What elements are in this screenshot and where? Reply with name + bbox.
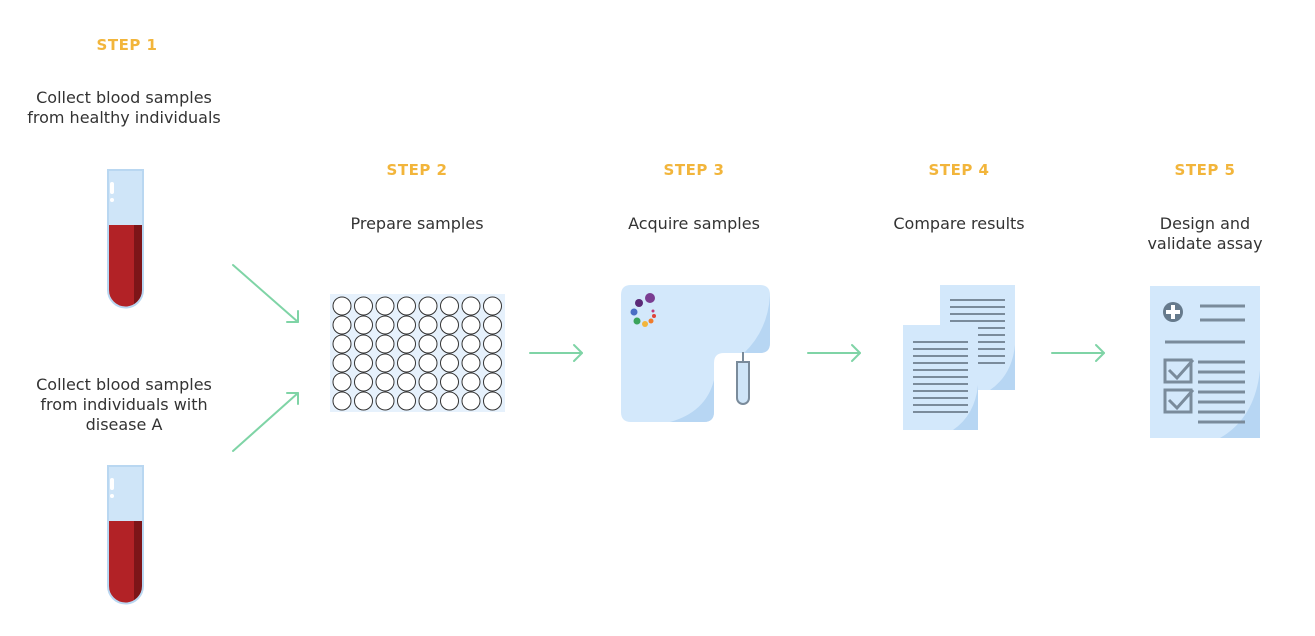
well <box>461 391 481 411</box>
step-1-secondary-desc-line: Collect blood samples <box>36 375 212 394</box>
well <box>418 353 438 373</box>
well <box>332 334 352 354</box>
step-5-desc-line: validate assay <box>1147 234 1263 253</box>
well <box>440 391 459 411</box>
step-1-label: STEP 1 <box>96 36 158 54</box>
well <box>440 372 459 392</box>
well <box>354 334 373 354</box>
well <box>332 353 352 373</box>
arrow-right-icon <box>232 264 299 323</box>
well <box>483 315 502 335</box>
step-2-description: Prepare samples <box>297 214 537 234</box>
well <box>397 296 416 316</box>
blood-tube-icon <box>107 465 144 605</box>
well <box>483 353 502 373</box>
step-1-desc-line: from healthy individuals <box>27 108 221 127</box>
step-5-label: STEP 5 <box>1174 161 1236 179</box>
well <box>354 391 373 411</box>
well <box>375 315 395 335</box>
well <box>461 353 481 373</box>
step-4-description: Compare results <box>839 214 1079 234</box>
arrow-right-icon <box>1051 344 1105 362</box>
step-3-desc-line: Acquire samples <box>628 214 760 233</box>
well <box>332 391 352 411</box>
well <box>397 391 416 411</box>
step-1-secondary-description: Collect blood samples from individuals w… <box>4 375 244 435</box>
step-2-label: STEP 2 <box>386 161 448 179</box>
well <box>375 372 395 392</box>
arrow-right-icon <box>232 392 299 452</box>
well <box>332 296 352 316</box>
well-plate-icon <box>330 294 505 412</box>
well <box>440 296 459 316</box>
documents-icon <box>903 285 1015 430</box>
arrow-right-icon <box>529 344 583 362</box>
well <box>418 372 438 392</box>
step-1-description: Collect blood samples from healthy indiv… <box>4 88 244 128</box>
well <box>461 372 481 392</box>
well <box>483 391 502 411</box>
well <box>397 353 416 373</box>
well <box>354 315 373 335</box>
well <box>375 353 395 373</box>
well <box>418 334 438 354</box>
step-4-label: STEP 4 <box>928 161 990 179</box>
well <box>440 334 459 354</box>
well <box>418 315 438 335</box>
well <box>440 353 459 373</box>
well <box>354 296 373 316</box>
checklist-icon <box>1150 286 1260 438</box>
flow-cytometer-icon <box>621 285 770 422</box>
step-3-label: STEP 3 <box>663 161 725 179</box>
well <box>418 391 438 411</box>
step-4-desc-line: Compare results <box>893 214 1025 233</box>
well <box>483 372 502 392</box>
arrow-right-icon <box>807 344 861 362</box>
well <box>375 391 395 411</box>
well <box>483 296 502 316</box>
well <box>375 296 395 316</box>
well <box>440 315 459 335</box>
well <box>397 372 416 392</box>
well <box>461 334 481 354</box>
well <box>397 315 416 335</box>
step-5-desc-line: Design and <box>1159 214 1251 233</box>
step-1-secondary-desc-line: from individuals with <box>40 395 208 414</box>
well <box>483 334 502 354</box>
step-5-description: Design and validate assay <box>1085 214 1315 254</box>
well <box>461 315 481 335</box>
well <box>354 353 373 373</box>
well <box>354 372 373 392</box>
well <box>375 334 395 354</box>
well <box>418 296 438 316</box>
well <box>332 315 352 335</box>
well <box>461 296 481 316</box>
well <box>397 334 416 354</box>
blood-tube-icon <box>107 169 144 309</box>
well <box>332 372 352 392</box>
step-1-desc-line: Collect blood samples <box>36 88 212 107</box>
step-1-secondary-desc-line: disease A <box>85 415 163 434</box>
step-3-description: Acquire samples <box>574 214 814 234</box>
step-2-desc-line: Prepare samples <box>350 214 484 233</box>
